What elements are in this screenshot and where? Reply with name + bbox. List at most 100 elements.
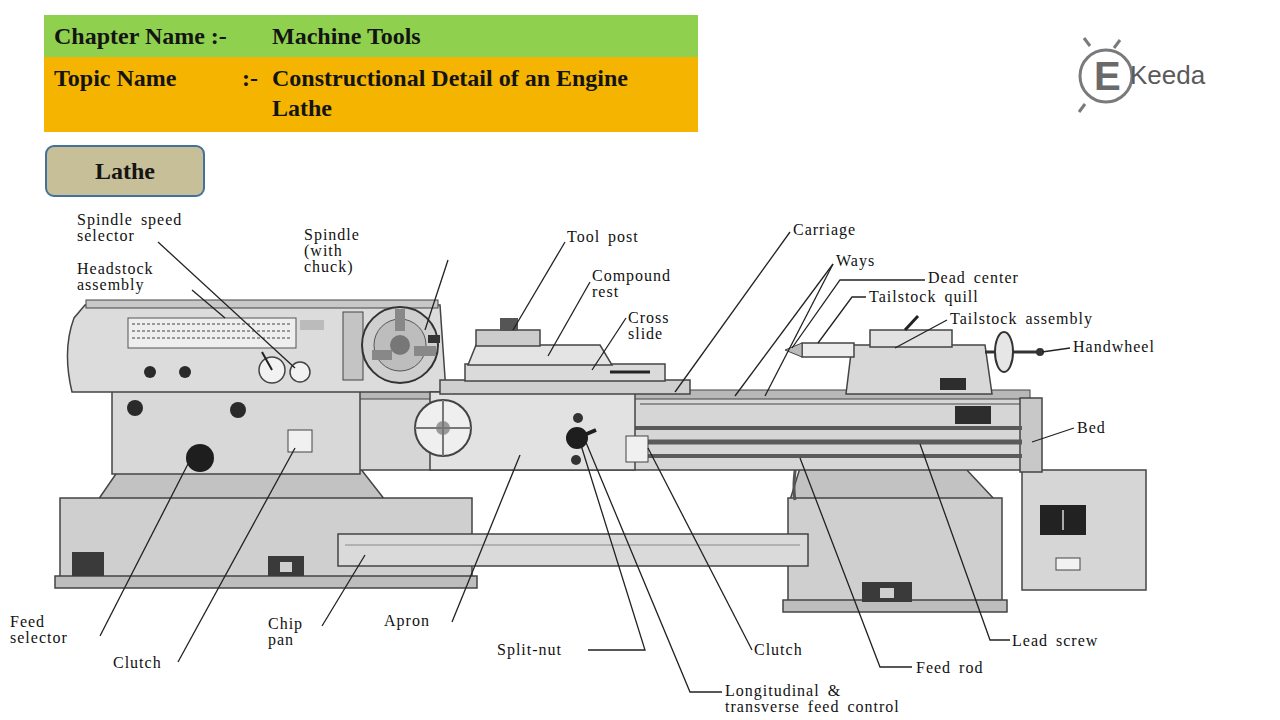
speed-dial (290, 362, 310, 382)
gearbox-knob (230, 402, 246, 418)
logo-antenna (1114, 40, 1120, 48)
leader-line (1032, 428, 1074, 442)
headstock-top (86, 300, 438, 308)
cross-feed-handle (610, 371, 650, 374)
leader-line (675, 232, 790, 392)
switch-lever (1062, 510, 1064, 530)
leader-line (513, 242, 565, 330)
chapter-band: Chapter Name :-Machine Tools (44, 15, 698, 57)
compound-rest (468, 345, 612, 365)
logo-antenna (1084, 38, 1090, 46)
right-cabinet (788, 498, 1002, 604)
cabinet-plinth (55, 576, 477, 588)
part-label: Clutch (113, 655, 162, 671)
tailstock-clamp (940, 378, 966, 390)
leader-line (1042, 348, 1070, 352)
pedestal-top (790, 468, 995, 500)
gearbox-knob (127, 400, 143, 416)
chip-pan (338, 534, 808, 566)
chuck (362, 307, 438, 383)
logo-letter: E (1094, 54, 1121, 98)
feed-rod-bar (635, 454, 1022, 458)
tailstock-handwheel (995, 332, 1013, 372)
foot-recess (268, 556, 304, 576)
leader-line (592, 318, 626, 370)
headstock-body (67, 305, 446, 392)
leader-line (580, 442, 645, 650)
leader-line (648, 448, 752, 650)
handwheel-spoke (415, 427, 471, 429)
control-rod (635, 426, 1022, 430)
leader-line (818, 297, 866, 343)
switch-panel (1040, 505, 1086, 535)
chuck-jaw (372, 350, 392, 360)
part-label: Split-nut (497, 642, 562, 658)
apron-knob (573, 413, 583, 423)
foot-recess (862, 582, 912, 602)
leader-line (920, 444, 1010, 640)
speed-chart (128, 318, 296, 348)
leader-line (800, 458, 912, 667)
clutch-lever-box (288, 430, 312, 452)
clutch-housing (626, 436, 648, 462)
foot-recess (72, 552, 104, 576)
logo-leg (1079, 104, 1085, 112)
chuck-key (428, 335, 440, 343)
tailstock-top (870, 330, 952, 347)
band-text: Lathe (47, 156, 203, 186)
section-tag: Lathe (45, 145, 205, 197)
cross-slide (465, 364, 665, 381)
part-label: Spindle speed selector (77, 212, 207, 244)
leader-line (585, 440, 722, 692)
part-label: Cross slide (628, 310, 688, 342)
part-label: Bed (1077, 420, 1106, 436)
part-label: Apron (384, 613, 430, 629)
bed-end-bracket (1020, 398, 1042, 472)
chart-row (132, 337, 292, 339)
part-label: Feed selector (10, 614, 80, 646)
band-text: :- (242, 63, 272, 93)
gearbox (112, 390, 360, 474)
leader-line (425, 260, 448, 330)
leader-line (158, 242, 295, 368)
headstock-knob (144, 366, 156, 378)
leader-line (452, 455, 520, 622)
saddle (440, 380, 690, 394)
quill-lock-lever (905, 316, 918, 330)
part-label: Lead screw (1012, 633, 1098, 649)
leader-line (322, 555, 365, 626)
logo-ring (1080, 50, 1132, 102)
part-label: Handwheel (1073, 339, 1155, 355)
band-text: Topic Name (54, 63, 234, 93)
chuck-bore (390, 335, 410, 355)
leader-line (735, 264, 833, 396)
split-nut-lever (577, 430, 596, 438)
chuck-jaw (414, 346, 436, 356)
headstock-knob (179, 366, 191, 378)
part-label: Feed rod (916, 660, 983, 676)
part-label: Tool post (567, 229, 639, 245)
topic-band: Topic Name:-Constructional Detail of an … (44, 57, 698, 132)
part-label: Carriage (793, 222, 856, 238)
chart-row (132, 330, 292, 332)
name-plate (300, 320, 324, 330)
tailstock-quill (802, 343, 854, 357)
foot-bolt (880, 588, 894, 598)
apron-knob (571, 455, 581, 465)
way-edge (640, 403, 1025, 405)
tool-post (476, 330, 540, 346)
chart-row (132, 323, 292, 325)
part-label: Clutch (754, 642, 803, 658)
chip-pan-edge (345, 545, 800, 546)
chuck-jaw (395, 309, 405, 331)
lead-screw-rod (635, 440, 1022, 445)
feed-selector-knob (186, 444, 214, 472)
part-label: Tailstock quill (869, 289, 979, 305)
part-label: Longitudinal & transverse feed control (725, 683, 910, 715)
apron-handwheel (415, 400, 471, 456)
part-label: Ways (836, 253, 875, 269)
tailstock-body (846, 345, 992, 394)
part-label: Compound rest (592, 268, 692, 300)
part-label: Spindle (with chuck) (304, 227, 400, 275)
band-text: Chapter Name :- (54, 21, 264, 51)
